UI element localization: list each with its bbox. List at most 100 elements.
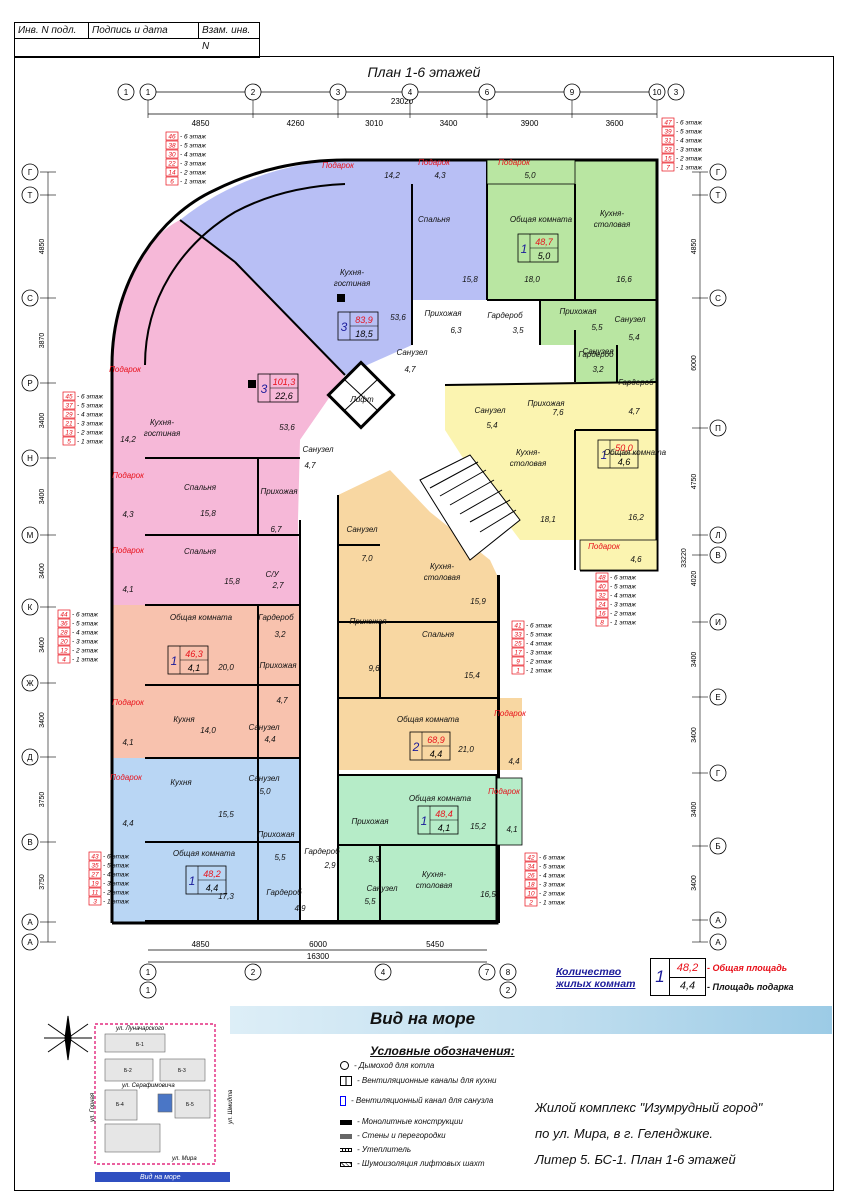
floor-apt-number-box: [165, 140, 179, 150]
axis-label-top: 4: [408, 88, 413, 97]
gift-label: Подарок: [418, 158, 451, 167]
apartment-total-area: 68,9: [427, 735, 445, 745]
key-box: 1 48,2 4,4: [650, 958, 706, 996]
apartment-total-area: 48,4: [435, 809, 453, 819]
floor-apt-number-box: [595, 590, 609, 600]
floor-apt-number: 4: [62, 657, 66, 664]
room-label: Прихожая: [351, 817, 389, 826]
bottom-dim-value: 4850: [192, 940, 210, 949]
floor-label: - 2 этаж: [180, 170, 207, 177]
floor-apt-number-box: [661, 135, 675, 145]
corridor-fill: [300, 300, 575, 520]
floor-apt-number: 18: [527, 882, 535, 889]
floor-apt-number-box: [524, 888, 538, 898]
apartment-rooms: 1: [601, 448, 608, 462]
floor-label: - 6 этаж: [180, 134, 207, 141]
legend-item: - Стены и перегородки: [340, 1132, 446, 1140]
floor-apt-number: 3: [93, 899, 97, 906]
floor-label: - 5 этаж: [77, 403, 104, 410]
top-dim-value: 3010: [365, 119, 383, 128]
floor-apt-number-box: [88, 896, 102, 906]
room-label: Санузел: [396, 348, 428, 357]
floor-apt-number-box: [595, 608, 609, 618]
floor-label: - 5 этаж: [180, 143, 207, 150]
room-label: 5,5: [274, 853, 286, 862]
axis-bubble-left: [21, 913, 39, 931]
apartment-gift-area: 4,4: [430, 749, 443, 759]
floor-apt-number-box: [524, 861, 538, 871]
floor-label: - 4 этаж: [526, 641, 553, 648]
room-label: Кухня-: [516, 448, 540, 457]
room-label: Санузел: [614, 315, 646, 324]
axis-label-top: 1: [146, 88, 151, 97]
apartment-rooms: 2: [412, 740, 420, 754]
apartment-gift-area: 4,6: [618, 457, 631, 467]
floor-label: - 4 этаж: [72, 630, 99, 637]
floor-label: - 5 этаж: [72, 621, 99, 628]
axis-label-right: И: [715, 618, 721, 627]
room-label: 4,1: [506, 825, 517, 834]
axis-label-right: Е: [715, 693, 720, 702]
axis-label-bottom: 7: [485, 968, 490, 977]
floor-apt-number-box: [62, 409, 76, 419]
axis-label-left: Ж: [26, 679, 34, 688]
floor-label: - 6 этаж: [103, 854, 130, 861]
axis-label-left: К: [28, 603, 33, 612]
room-label: 14,2: [384, 171, 400, 180]
left-dim-value: 3400: [39, 712, 46, 728]
floor-apt-number-box: [57, 627, 71, 637]
interior-walls: [145, 160, 658, 923]
room-label: 4,9: [294, 904, 306, 913]
room-label: Кухня: [173, 715, 195, 724]
floor-apt-number: 41: [514, 623, 522, 630]
room-label: Прихожая: [259, 661, 297, 670]
floor-apt-number: 47: [664, 120, 672, 127]
axis-label-top-aux: 1: [124, 88, 129, 97]
axis-bubble-right: [709, 526, 727, 544]
axis-label-bottom-aux: 1: [146, 986, 151, 995]
gift-label: Подарок: [109, 365, 142, 374]
street-serafimovicha: ул. Серафимовича: [121, 1083, 175, 1089]
floor-apt-number-box: [511, 620, 525, 630]
right-dim-total: 33220: [681, 548, 688, 568]
key-rooms-label: Количество жилых комнат: [556, 966, 635, 990]
axis-bubble-right: [709, 613, 727, 631]
axis-bubble-right: [709, 546, 727, 564]
legend-item: - Шумоизоляция лифтовых шахт: [340, 1160, 485, 1168]
apt-green-lower-fill: [540, 300, 657, 382]
floor-apt-number: 44: [60, 612, 68, 619]
axis-label-left: Д: [27, 753, 33, 762]
floor-label: - 3 этаж: [539, 882, 566, 889]
project-line-2: по ул. Мира, в г. Геленджике.: [535, 1126, 714, 1141]
axis-label-bottom-8: 8: [506, 968, 511, 977]
site-blocks: [104, 1033, 211, 1153]
room-label: 5,4: [628, 333, 640, 342]
sea-view-text: Вид на море: [370, 1009, 476, 1028]
room-label: Гардероб: [618, 378, 654, 387]
floor-apt-number: 20: [59, 639, 68, 646]
axis-label-left: Н: [27, 454, 33, 463]
top-dim-value: 3600: [606, 119, 624, 128]
wall-icon: [340, 1133, 352, 1139]
legend-title: Условные обозначения:: [370, 1044, 515, 1058]
floor-apt-number: 22: [167, 161, 176, 168]
floor-apt-number: 26: [526, 873, 535, 880]
room-label: 5,5: [591, 323, 603, 332]
axis-bubble-top-aux2: [667, 83, 685, 101]
axis-bubble-left: [21, 598, 39, 616]
floor-apt-number-box: [661, 117, 675, 127]
floor-apt-number: 9: [516, 659, 520, 666]
axis-bubble-left: [21, 674, 39, 692]
project-line-3: Литер 5. БС-1. План 1-6 этажей: [535, 1152, 736, 1167]
flue-marker-1: [337, 294, 345, 302]
room-label: 15,2: [470, 822, 486, 831]
room-label: Гардероб: [258, 613, 294, 622]
floor-apt-number: 34: [527, 864, 535, 871]
room-label: Лифт: [349, 395, 374, 404]
room-label: 4,1: [122, 585, 133, 594]
axis-label-bottom: 4: [381, 968, 386, 977]
gift-balcony-green: [486, 159, 576, 185]
floor-apt-number-box: [62, 391, 76, 401]
right-dim-value: 4750: [691, 474, 698, 490]
